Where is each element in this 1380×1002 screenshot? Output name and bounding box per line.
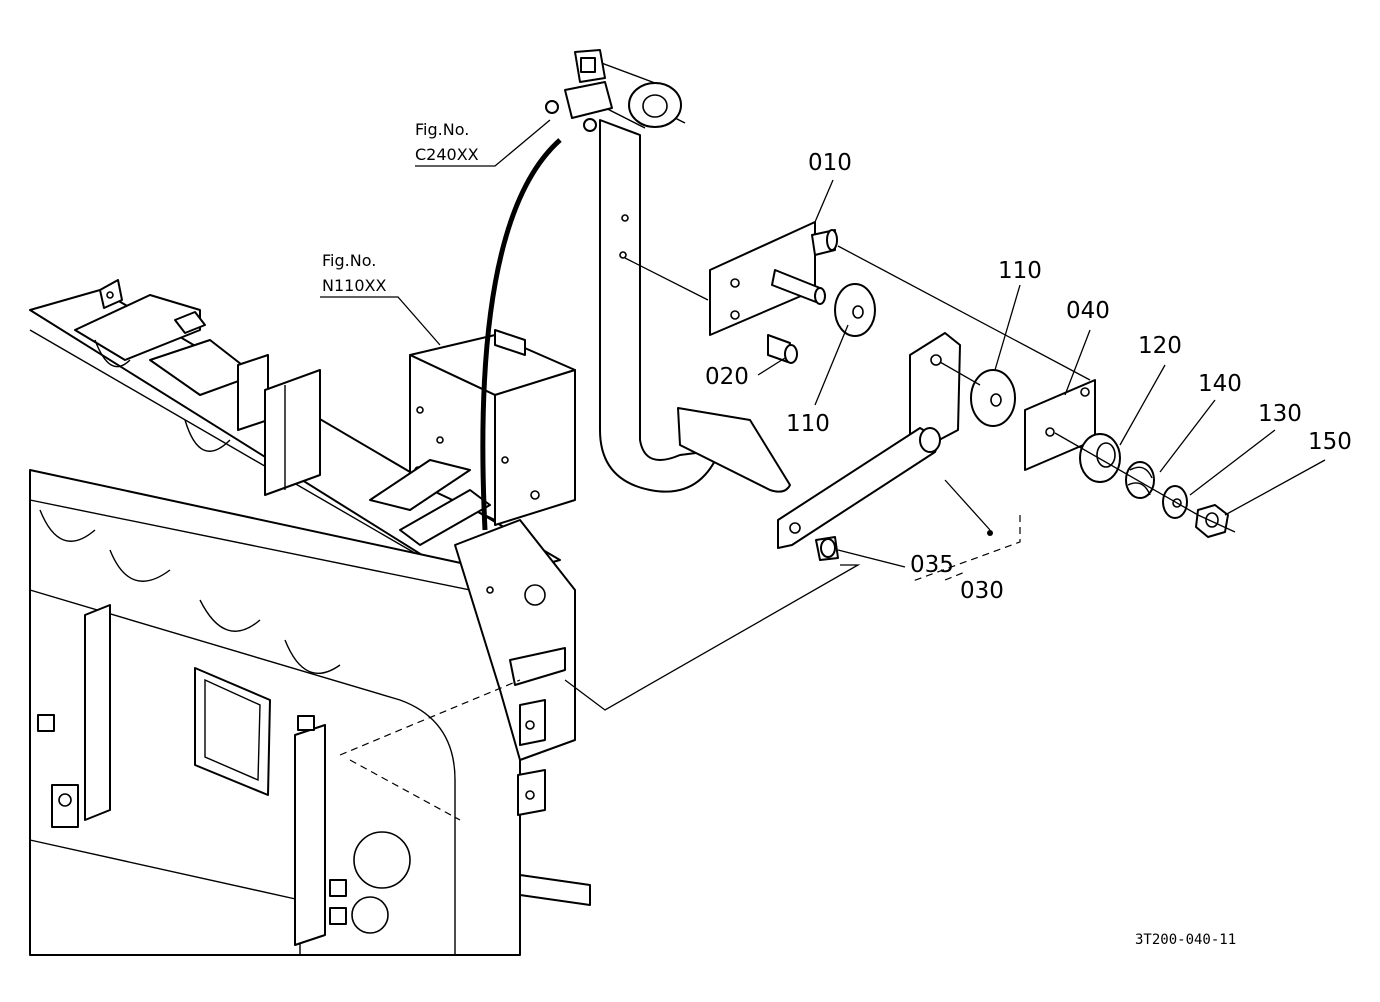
drawing-code: 3T200-040-11 xyxy=(1135,932,1236,948)
brake-cable xyxy=(480,138,562,531)
part-120-collar xyxy=(1079,433,1121,483)
callout-040: 040 xyxy=(1066,298,1110,324)
assembly-lines xyxy=(339,245,1236,821)
part-010-plate xyxy=(709,221,838,336)
callout-035: 035 xyxy=(910,552,954,578)
part-030-lever xyxy=(777,332,961,549)
callout-110-b: 110 xyxy=(998,258,1042,284)
part-110-washer-b xyxy=(970,369,1016,427)
callout-010: 010 xyxy=(808,150,852,176)
part-020-bolt xyxy=(767,334,798,364)
callout-110-a: 110 xyxy=(786,411,830,437)
pedal-arm xyxy=(545,49,791,493)
part-035-bushing xyxy=(815,536,839,561)
callout-130: 130 xyxy=(1258,401,1302,427)
part-140-spring xyxy=(1125,461,1155,499)
fig-ref-2-line2: N110XX xyxy=(322,276,386,295)
callout-020: 020 xyxy=(705,364,749,390)
callout-dot xyxy=(987,530,993,536)
callout-120: 120 xyxy=(1138,333,1182,359)
part-110-washer-a xyxy=(834,283,876,337)
fig-ref-1-line1: Fig.No. xyxy=(415,120,469,139)
frame-assembly xyxy=(29,279,591,956)
fig-ref-1-line2: C240XX xyxy=(415,145,479,164)
callout-030: 030 xyxy=(960,578,1004,604)
callout-150: 150 xyxy=(1308,429,1352,455)
fig-ref-2-line1: Fig.No. xyxy=(322,251,376,270)
callout-140: 140 xyxy=(1198,371,1242,397)
callout-leaders xyxy=(320,119,1326,583)
